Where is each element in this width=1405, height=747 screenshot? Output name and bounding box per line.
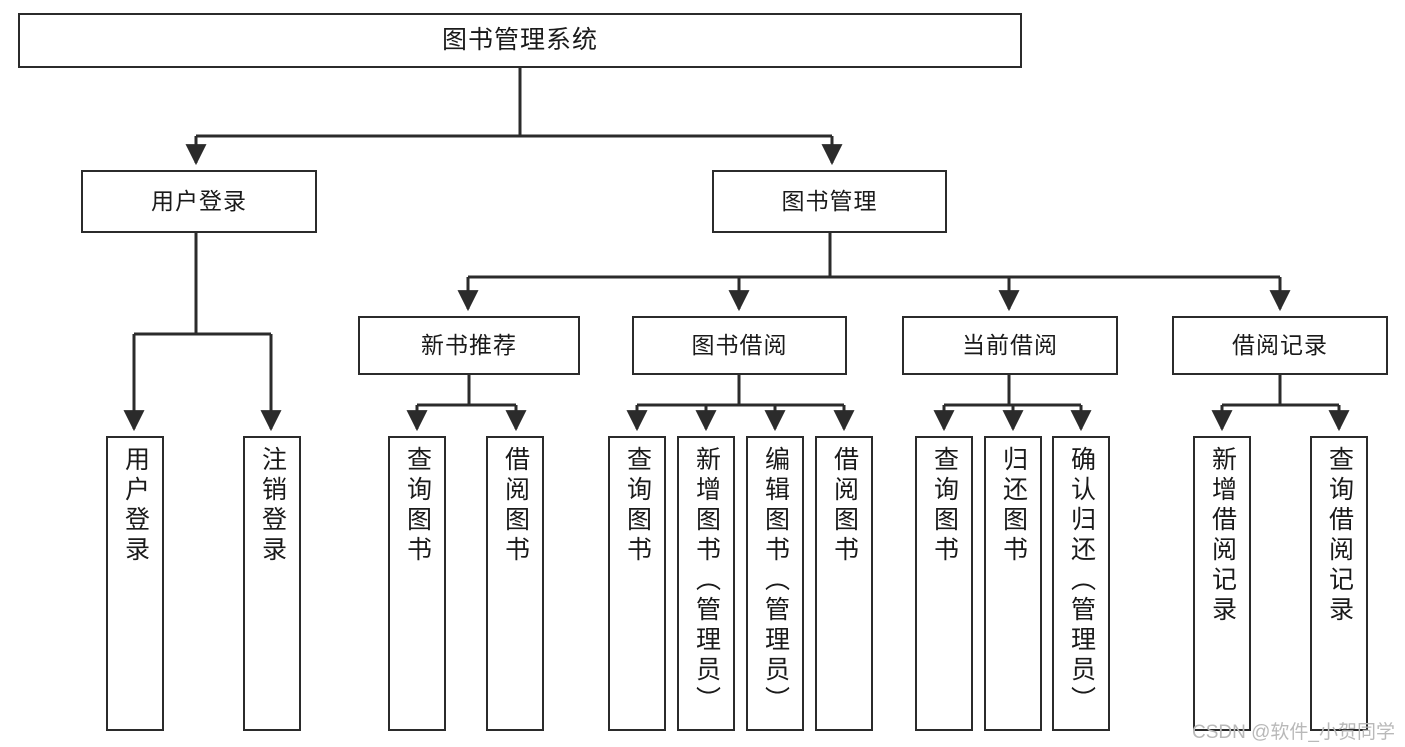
leaf-query-borrow-record-label: 查询借阅记录: [1325, 446, 1354, 626]
node-root[interactable]: 图书管理系统: [18, 13, 1022, 68]
leaf-confirm-return[interactable]: 确认归还（管理员）: [1052, 436, 1110, 731]
node-book-borrow-label: 图书借阅: [691, 332, 788, 359]
node-book-manage[interactable]: 图书管理: [712, 170, 947, 233]
leaf-add-borrow-record-label: 新增借阅记录: [1208, 446, 1237, 626]
leaf-return-book[interactable]: 归还图书: [984, 436, 1042, 731]
leaf-query-borrow-record[interactable]: 查询借阅记录: [1310, 436, 1368, 731]
node-book-manage-label: 图书管理: [781, 188, 878, 215]
leaf-query-book-rec[interactable]: 查询图书: [388, 436, 446, 731]
leaf-query-book-rec-label: 查询图书: [403, 446, 432, 566]
node-current-borrow-label: 当前借阅: [962, 332, 1058, 359]
leaf-user-login[interactable]: 用户登录: [106, 436, 164, 731]
leaf-user-login-label: 用户登录: [121, 446, 150, 566]
leaf-edit-book[interactable]: 编辑图书（管理员）: [746, 436, 804, 731]
leaf-borrow-book-label: 借阅图书: [830, 446, 859, 566]
leaf-add-book[interactable]: 新增图书（管理员）: [677, 436, 735, 731]
leaf-query-book-cur-label: 查询图书: [930, 446, 959, 566]
leaf-user-logout[interactable]: 注销登录: [243, 436, 301, 731]
node-new-book-recommend-label: 新书推荐: [421, 332, 517, 359]
node-user-login[interactable]: 用户登录: [81, 170, 317, 233]
leaf-add-book-label: 新增图书（管理员）: [692, 446, 721, 716]
leaf-add-borrow-record[interactable]: 新增借阅记录: [1193, 436, 1251, 731]
leaf-borrow-book[interactable]: 借阅图书: [815, 436, 873, 731]
node-current-borrow[interactable]: 当前借阅: [902, 316, 1118, 375]
leaf-query-book-borrow-label: 查询图书: [623, 446, 652, 566]
node-book-borrow[interactable]: 图书借阅: [632, 316, 847, 375]
leaf-confirm-return-label: 确认归还（管理员）: [1067, 446, 1096, 716]
node-borrow-record[interactable]: 借阅记录: [1172, 316, 1388, 375]
node-borrow-record-label: 借阅记录: [1232, 332, 1328, 359]
csdn-watermark: CSDN @软件_小贺同学: [1192, 722, 1395, 743]
leaf-edit-book-label: 编辑图书（管理员）: [761, 446, 790, 716]
leaf-user-logout-label: 注销登录: [258, 446, 287, 566]
leaf-borrow-book-rec-label: 借阅图书: [501, 446, 530, 566]
leaf-return-book-label: 归还图书: [999, 446, 1028, 566]
leaf-query-book-borrow[interactable]: 查询图书: [608, 436, 666, 731]
node-user-login-label: 用户登录: [151, 188, 247, 215]
leaf-borrow-book-rec[interactable]: 借阅图书: [486, 436, 544, 731]
node-root-label: 图书管理系统: [441, 26, 598, 54]
leaf-query-book-cur[interactable]: 查询图书: [915, 436, 973, 731]
node-new-book-recommend[interactable]: 新书推荐: [358, 316, 580, 375]
